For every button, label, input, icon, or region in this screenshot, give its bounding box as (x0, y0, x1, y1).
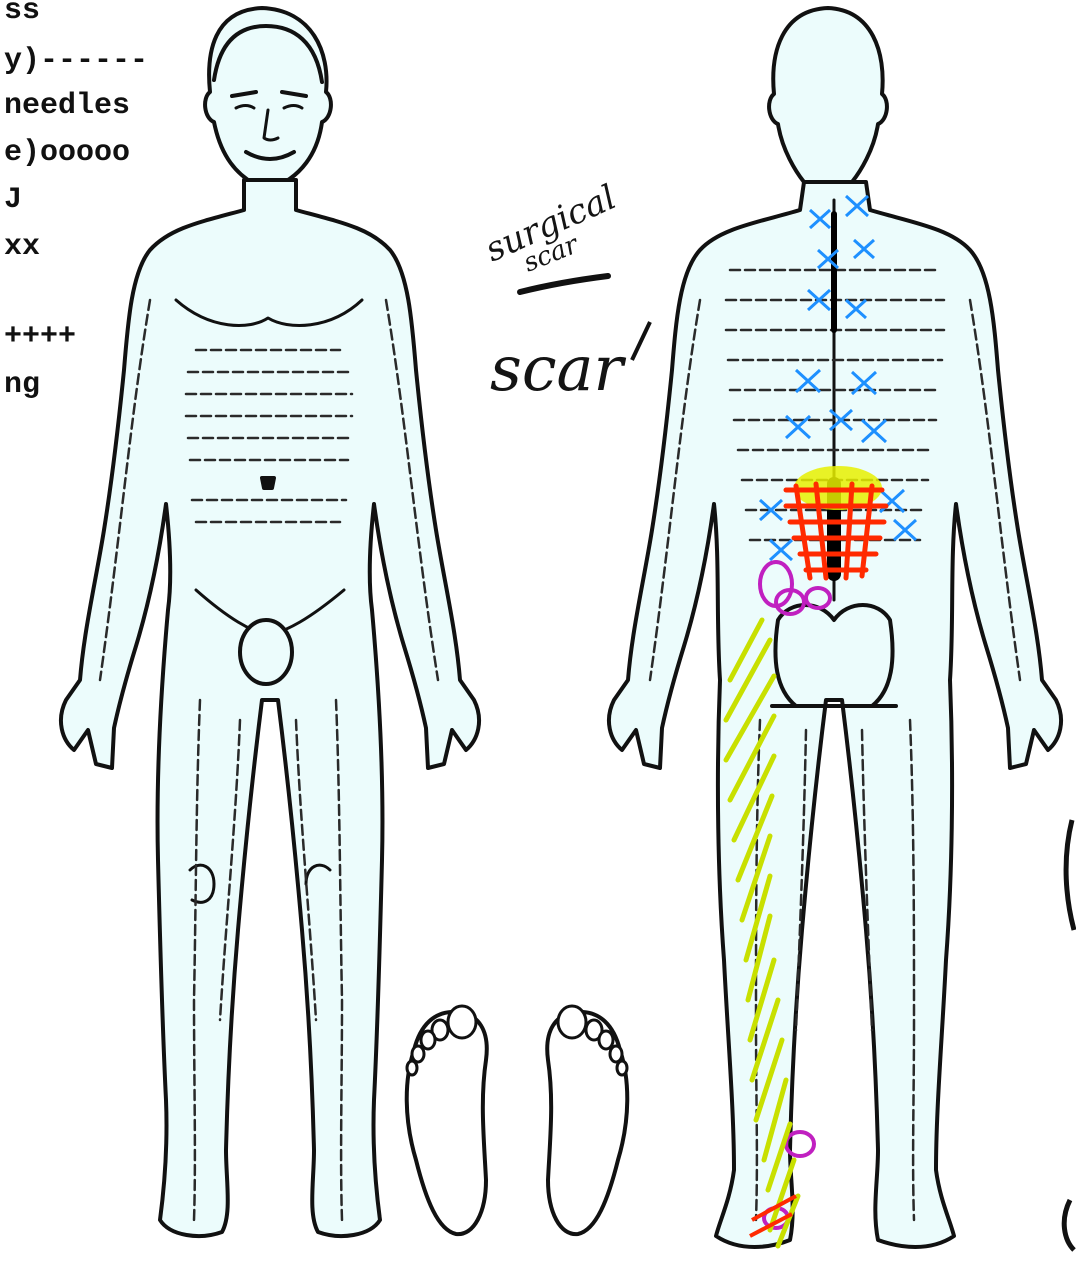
legend-line-4: e)ooooo (4, 136, 130, 170)
front-head (205, 8, 331, 190)
handwritten-notes: surgical scar scar (479, 177, 650, 405)
cutoff-edge-stroke (1064, 820, 1074, 1250)
note-underline (520, 276, 608, 292)
front-genitals (240, 620, 292, 684)
foot-soles (407, 1006, 628, 1234)
legend-line-9: ng (4, 368, 40, 402)
legend-line-5: J (4, 183, 22, 217)
back-body-figure (609, 8, 1061, 1247)
note-pointer (632, 322, 650, 360)
legend-line-3: needles (4, 89, 130, 123)
back-head (769, 8, 887, 182)
legend-line-6: xx (4, 230, 40, 264)
legend-line-8: ++++ (4, 320, 76, 354)
front-navel (262, 478, 274, 488)
note-scar-large: scar (490, 332, 627, 405)
legend-line-1: ss (4, 0, 40, 28)
legend-line-2: y)------ (4, 44, 148, 78)
